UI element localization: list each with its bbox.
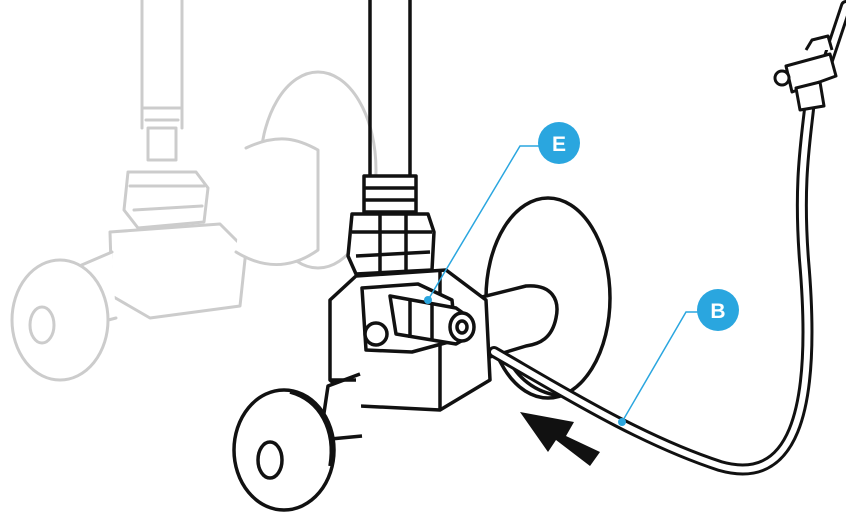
callout-e: E xyxy=(424,122,580,304)
callout-e-marker xyxy=(424,296,432,304)
callout-e-label: E xyxy=(552,133,566,156)
arrow-icon xyxy=(520,412,600,466)
valve-body xyxy=(318,268,559,442)
callout-b-badge xyxy=(697,289,739,331)
compression-nut xyxy=(346,212,436,276)
callout-b-label: B xyxy=(710,300,725,323)
water-tubing xyxy=(488,0,846,476)
callout-e-leader xyxy=(427,145,540,301)
tee-connector xyxy=(773,34,838,112)
callout-e-badge xyxy=(538,122,580,164)
callout-b-marker xyxy=(618,418,626,426)
callout-b: B xyxy=(618,289,739,426)
faded-valve-ghost xyxy=(10,0,378,382)
callout-b-leader xyxy=(621,311,700,423)
supply-pipe xyxy=(362,0,418,214)
valve-handle xyxy=(232,388,336,512)
